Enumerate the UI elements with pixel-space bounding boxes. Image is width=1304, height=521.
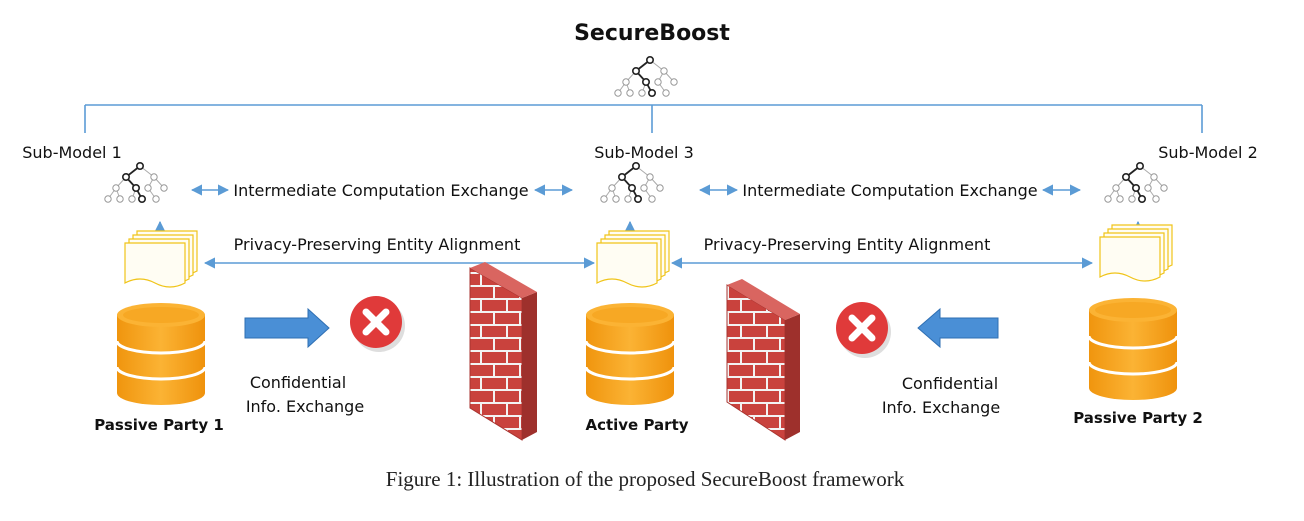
confidential-label-left-2: Info. Exchange bbox=[246, 397, 364, 416]
confidential-label-right-2: Info. Exchange bbox=[882, 398, 1000, 417]
confidential-label-right-1: Confidential bbox=[902, 374, 998, 393]
database-icon bbox=[1087, 298, 1179, 400]
diagram-title: SecureBoost bbox=[574, 21, 730, 46]
document-stack-icon bbox=[596, 230, 670, 288]
party-label-center: Active Party bbox=[585, 416, 688, 434]
document-stack-icon bbox=[124, 230, 198, 288]
party-label-right: Passive Party 2 bbox=[1073, 409, 1203, 427]
firewall-icon bbox=[469, 262, 537, 441]
database-icon bbox=[115, 303, 207, 405]
arrow-icon bbox=[244, 307, 330, 349]
figure-caption: Figure 1: Illustration of the proposed S… bbox=[386, 467, 905, 491]
firewall-icon bbox=[726, 279, 800, 441]
sub-model-label-center: Sub-Model 3 bbox=[594, 143, 694, 162]
alignment-label-left: Privacy-Preserving Entity Alignment bbox=[234, 235, 521, 254]
party-label-left: Passive Party 1 bbox=[94, 416, 224, 434]
confidential-label-left-1: Confidential bbox=[250, 373, 346, 392]
document-stack-icon bbox=[1099, 224, 1173, 282]
alignment-label-right: Privacy-Preserving Entity Alignment bbox=[704, 235, 991, 254]
sub-model-label-left: Sub-Model 1 bbox=[22, 143, 122, 162]
arrow-icon bbox=[917, 307, 999, 349]
tree-icon bbox=[600, 161, 664, 204]
blocked-icon bbox=[350, 296, 405, 352]
blocked-icon bbox=[836, 302, 891, 358]
sub-model-label-right: Sub-Model 2 bbox=[1158, 143, 1258, 162]
model-connector-lines bbox=[84, 104, 1203, 133]
tree-icon bbox=[104, 161, 168, 204]
database-icon bbox=[584, 303, 676, 405]
exchange-label-right: Intermediate Computation Exchange bbox=[742, 181, 1037, 200]
exchange-label-left: Intermediate Computation Exchange bbox=[233, 181, 528, 200]
tree-icon bbox=[614, 55, 678, 98]
tree-icon bbox=[1104, 161, 1168, 204]
